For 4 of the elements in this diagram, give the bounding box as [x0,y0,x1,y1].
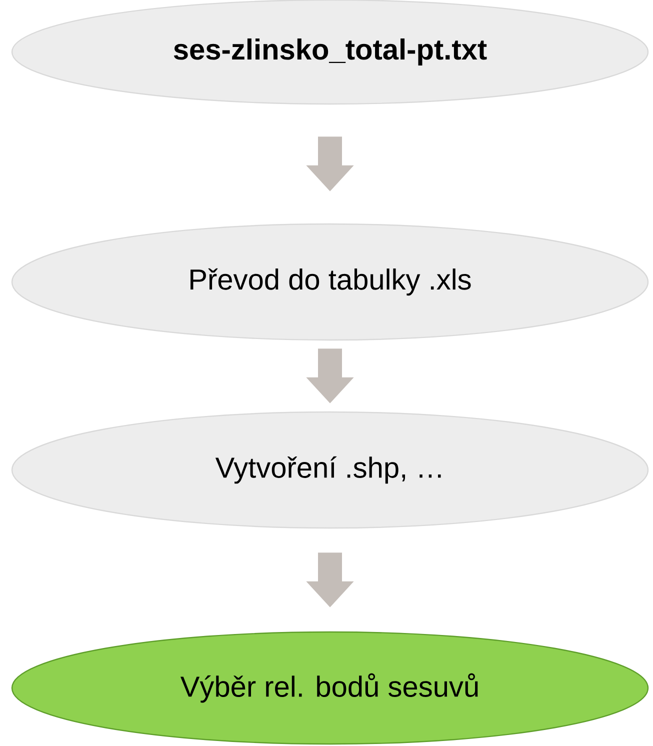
ellipse-node: ses-zlinsko_total-pt.txt [11,0,649,105]
ellipse-node: Převod do tabulky .xls [11,223,649,341]
ellipse-node: Vytvoření .shp, … [11,411,649,529]
highlighted-ellipse-node: Výběr rel. bodů sesuvů [11,631,649,745]
